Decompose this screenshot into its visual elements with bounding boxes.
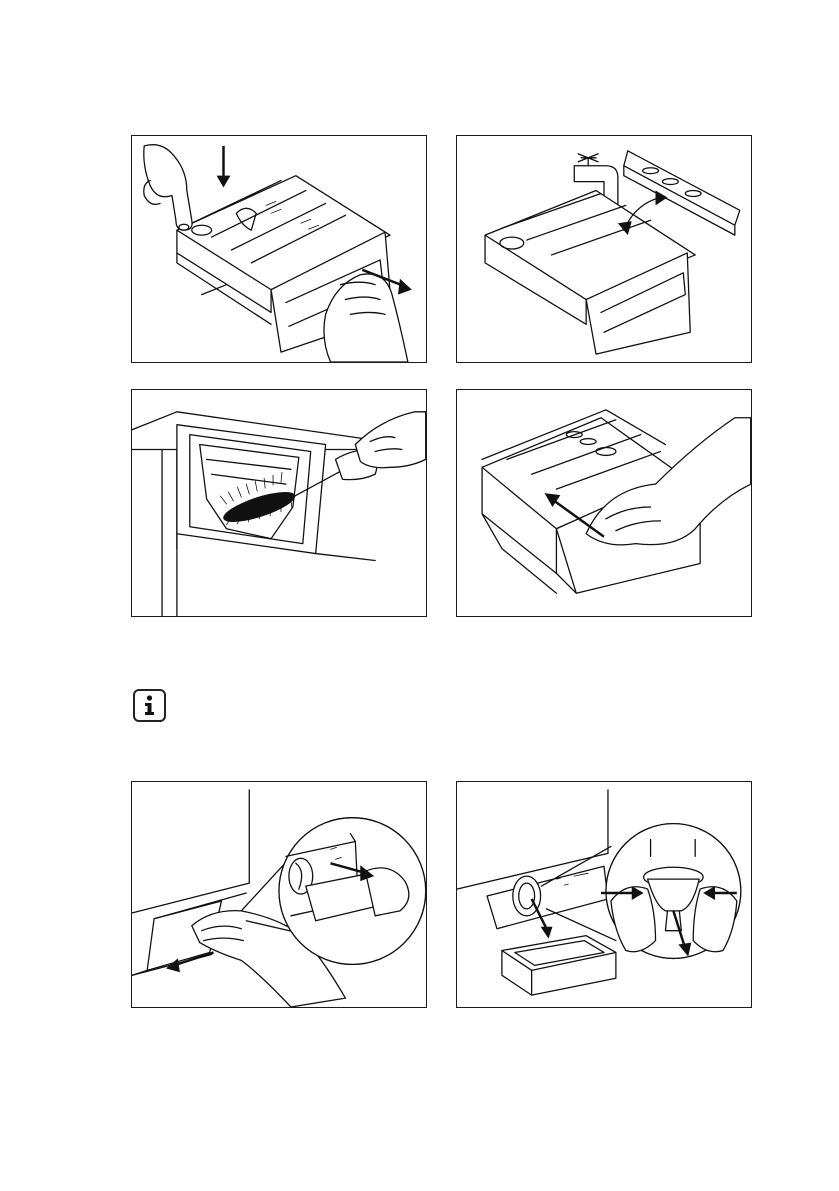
open-filter-flap-illustration — [132, 782, 426, 1007]
clean-recess-with-brush-illustration — [132, 390, 426, 616]
push-drawer-back-illustration — [457, 390, 751, 616]
info-icon: i — [133, 689, 166, 722]
rinse-drawer-under-tap-illustration — [457, 136, 751, 362]
illustration-push-drawer-back — [456, 389, 752, 617]
illustration-remove-pump-filter — [456, 781, 752, 1008]
illustration-press-and-pull-drawer — [131, 135, 427, 363]
illustration-clean-recess — [131, 389, 427, 617]
remove-pump-filter-illustration — [457, 782, 751, 1007]
press-release-pull-drawer-illustration — [132, 136, 426, 362]
illustration-open-filter-flap — [131, 781, 427, 1008]
illustration-rinse-under-tap — [456, 135, 752, 363]
